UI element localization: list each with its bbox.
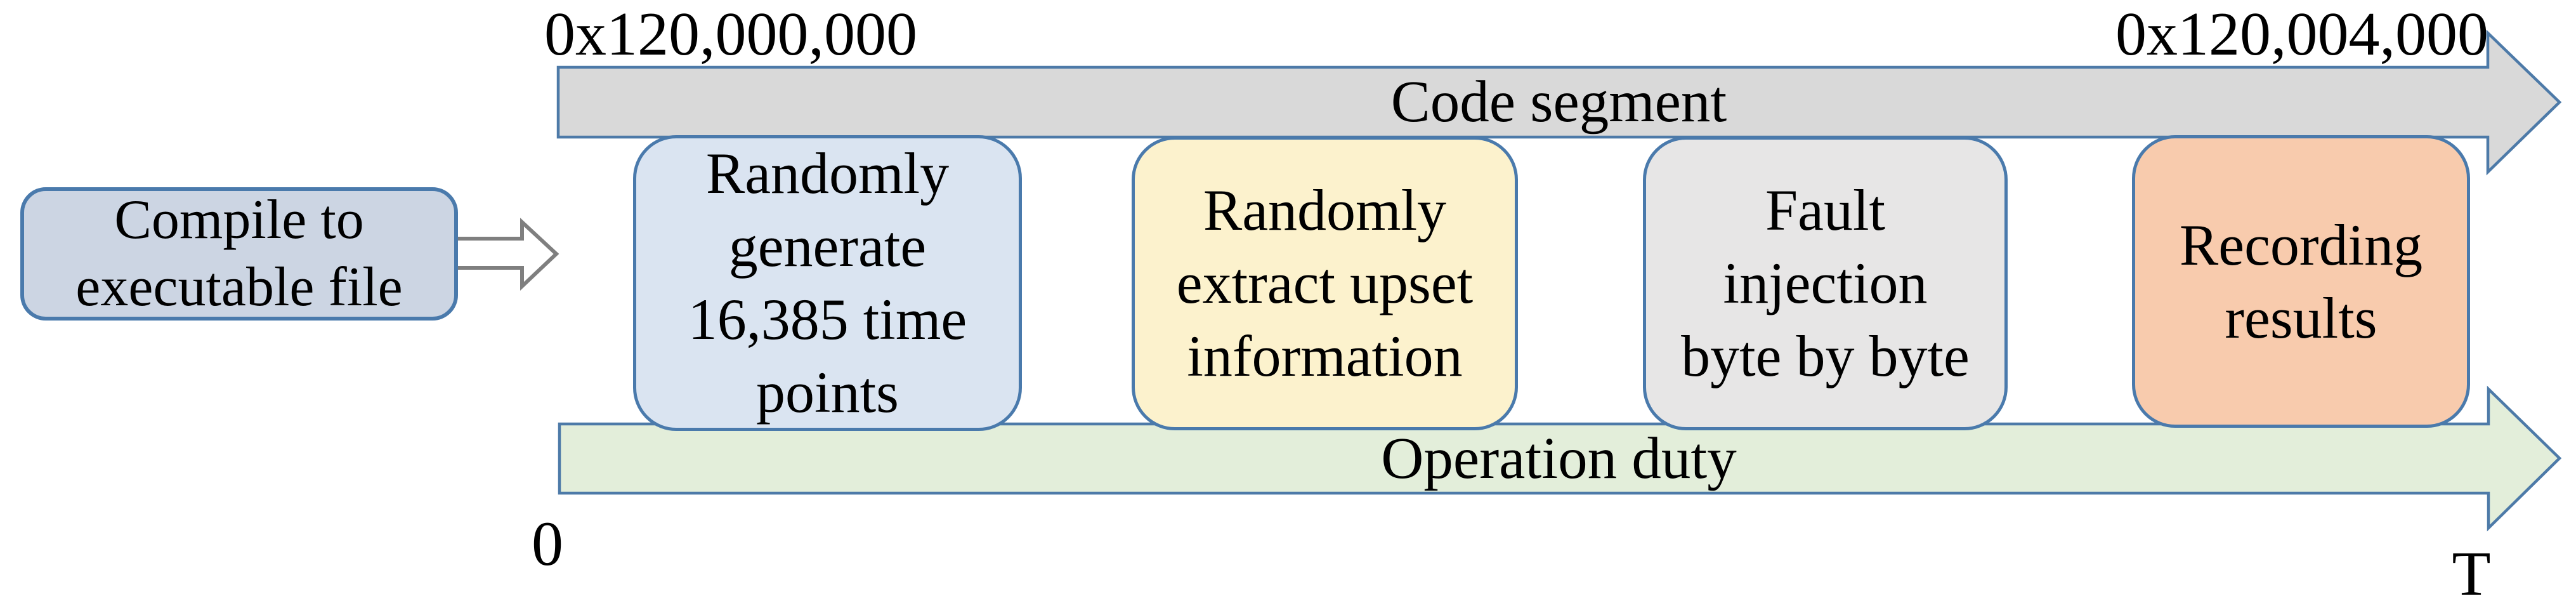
- step-box-line: generate: [728, 214, 927, 279]
- operation-duty-arrow: [558, 385, 2562, 532]
- step-box-line: points: [756, 360, 899, 425]
- compile-box-line: executable file: [75, 256, 403, 318]
- flow-arrow-shape: [456, 218, 559, 291]
- end-address-label: 0x120,004,000: [2115, 0, 2488, 69]
- step-box-line: results: [2225, 285, 2377, 350]
- step-box-recording-results: Recording results: [2132, 135, 2470, 428]
- step-box-generate-time-points: Randomly generate 16,385 time points: [633, 135, 1022, 431]
- step-box-line: Recording: [2179, 212, 2423, 277]
- compile-box-line: Compile to: [114, 189, 364, 251]
- step-box-line: Fault: [1765, 178, 1886, 242]
- step-box-fault-injection: Fault injection byte by byte: [1643, 136, 2008, 430]
- step-box-line: injection: [1723, 251, 1928, 315]
- step-box-line: Randomly: [1203, 178, 1447, 242]
- compile-box: Compile to executable file: [20, 187, 458, 321]
- step-box-line: information: [1187, 324, 1463, 388]
- flow-arrow-icon: [456, 218, 559, 291]
- step-box-line: extract upset: [1176, 251, 1474, 315]
- timeline-start-label: 0: [532, 508, 563, 579]
- step-box-line: 16,385 time: [688, 287, 967, 352]
- step-box-line: Randomly: [705, 141, 950, 206]
- start-address-label: 0x120,000,000: [544, 0, 917, 69]
- step-box-extract-upset-info: Randomly extract upset information: [1132, 136, 1518, 430]
- timeline-end-label: T: [2452, 538, 2491, 609]
- step-box-line: byte by byte: [1681, 324, 1970, 388]
